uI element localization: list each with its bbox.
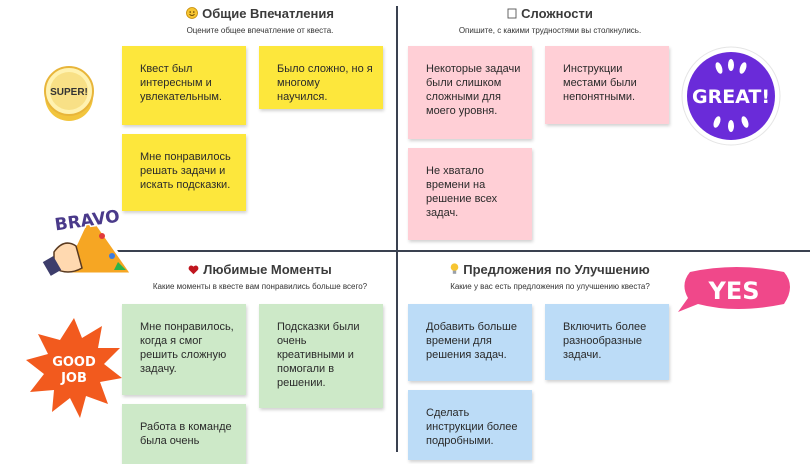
super-label: SUPER! — [50, 87, 88, 98]
sticky-note[interactable]: Включить более разнообразные задачи. — [545, 304, 669, 380]
quadrant-favorite-title: Любимые Моменты — [140, 262, 380, 278]
bravo-sticker[interactable]: BRAVO — [42, 196, 138, 280]
sticky-note[interactable]: Квест был интересным и увлекательным. — [122, 46, 246, 125]
good-job-line2: JOB — [60, 371, 87, 386]
empty-box-icon — [507, 8, 517, 22]
super-sticker[interactable]: SUPER! — [38, 61, 100, 125]
sticky-note[interactable]: Мне понравилось решать задачи и искать п… — [122, 134, 246, 211]
sticky-note[interactable]: Некоторые задачи были слишком сложными д… — [408, 46, 532, 139]
lightbulb-icon — [450, 263, 459, 278]
vertical-divider — [396, 6, 398, 452]
smile-face-icon — [186, 7, 198, 22]
sticky-note[interactable]: Не хватало времени на решение всех задач… — [408, 148, 532, 240]
yes-sticker[interactable]: YES — [676, 262, 796, 318]
sticky-note[interactable]: Мне понравилось, когда я смог решить сло… — [122, 304, 246, 395]
great-label: GREAT! — [692, 86, 770, 108]
quadrant-difficulties-subtitle: Опишите, с какими трудностями вы столкну… — [458, 26, 642, 35]
heart-icon — [188, 264, 199, 278]
quadrant-difficulties-title: Сложности — [430, 6, 670, 22]
quadrant-favorite-subtitle: Какие моменты в квесте вам понравились б… — [152, 282, 368, 291]
quadrant-suggestions-subtitle: Какие у вас есть предложения по улучшени… — [450, 282, 650, 291]
good-job-line1: GOOD — [52, 355, 96, 370]
quadrant-suggestions-title: Предложения по Улучшению — [430, 262, 670, 278]
sticky-note[interactable]: Подсказки были очень креативными и помог… — [259, 304, 383, 408]
quadrant-overall-subtitle: Оцените общее впечатление от квеста. — [186, 26, 334, 35]
yes-label: YES — [707, 277, 759, 305]
good-job-sticker[interactable]: GOOD JOB — [24, 316, 124, 420]
sticky-note[interactable]: Работа в команде была очень — [122, 404, 246, 464]
sticky-note[interactable]: Инструкции местами были непонятными. — [545, 46, 669, 124]
sticky-note[interactable]: Добавить больше времени для решения зада… — [408, 304, 532, 381]
quadrant-overall-title: Общие Впечатления — [140, 6, 380, 22]
sticky-note[interactable]: Сделать инструкции более подробными. — [408, 390, 532, 460]
sticky-note[interactable]: Было сложно, но я многому научился. — [259, 46, 383, 109]
horizontal-divider — [60, 250, 810, 252]
great-sticker[interactable]: GREAT! — [679, 46, 784, 146]
